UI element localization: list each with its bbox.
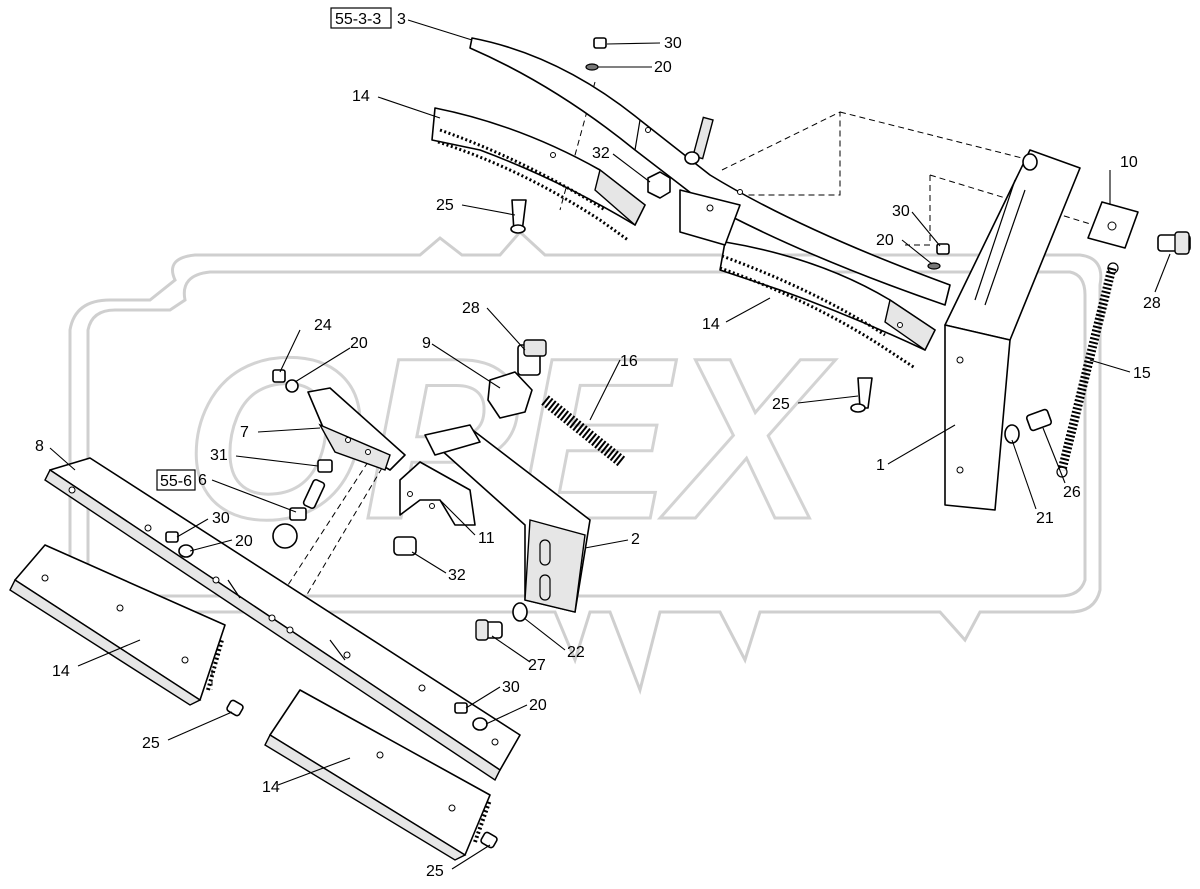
- part-6-ball-joint: [272, 478, 326, 549]
- callout-14: 14: [262, 779, 280, 796]
- part-2-lower-arm: [424, 424, 591, 613]
- callout-8: 8: [35, 438, 44, 455]
- callout-15: 15: [1133, 365, 1151, 382]
- callout-30: 30: [664, 35, 682, 52]
- part-9-clamp: [487, 339, 547, 419]
- callout-6: 6: [198, 472, 207, 489]
- part-14-brush-lower-left: [9, 544, 244, 717]
- part-14-brush-lower-right: [264, 689, 498, 861]
- callout-32: 32: [592, 145, 610, 162]
- callout-20: 20: [350, 335, 368, 352]
- watermark-gear: OPEX: [68, 229, 1103, 695]
- callout-20: 20: [235, 533, 253, 550]
- callout-28: 28: [462, 300, 480, 317]
- part-1-upright-post: [944, 149, 1081, 511]
- callout-14: 14: [352, 88, 370, 105]
- callout-30: 30: [502, 679, 520, 696]
- callout-20: 20: [529, 697, 547, 714]
- reference-box-text: 55-3-3: [335, 11, 381, 28]
- callout-14: 14: [702, 316, 720, 333]
- reference-box-55-3-3: 55-3-3: [330, 7, 392, 29]
- part-28-bolt-right: [1157, 231, 1191, 255]
- part-27-bolt-and-22-washer: [475, 602, 528, 641]
- callout-21: 21: [1036, 510, 1054, 527]
- callout-20: 20: [654, 59, 672, 76]
- part-16-spring: [541, 395, 626, 467]
- part-11-bracket: [399, 461, 476, 526]
- part-3-top-blade: [469, 37, 951, 306]
- reference-box-55-6: 55-6: [156, 469, 196, 491]
- part-32-nut-lower: [393, 536, 417, 556]
- callout-20: 20: [876, 232, 894, 249]
- small-hardware-top: [510, 37, 950, 413]
- callout-30: 30: [212, 510, 230, 527]
- callout-1: 1: [876, 457, 885, 474]
- part-14-brush-upper-left: [431, 107, 646, 242]
- callout-7: 7: [240, 424, 249, 441]
- callout-14: 14: [52, 663, 70, 680]
- part-14-brush-upper-right: [719, 241, 936, 370]
- callout-16: 16: [620, 353, 638, 370]
- watermark-text: OPEX: [185, 310, 836, 567]
- callout-22: 22: [567, 644, 585, 661]
- callout-10: 10: [1120, 154, 1138, 171]
- callout-26: 26: [1063, 484, 1081, 501]
- part-7-plate: [272, 369, 406, 473]
- callout-28: 28: [1143, 295, 1161, 312]
- callout-25: 25: [436, 197, 454, 214]
- callout-25: 25: [426, 863, 444, 880]
- callout-27: 27: [528, 657, 546, 674]
- leader-lines: [49, 19, 1171, 870]
- callout-24: 24: [314, 317, 332, 334]
- callout-30: 30: [892, 203, 910, 220]
- callout-9: 9: [422, 335, 431, 352]
- callout-11: 11: [478, 530, 495, 547]
- callout-31: 31: [210, 447, 228, 464]
- callout-2: 2: [631, 531, 640, 548]
- reference-box-text: 55-6: [160, 473, 192, 490]
- callout-labels: 3 30 20 14 32 25 10 30 20 28 14 15 25 1 …: [35, 11, 1161, 880]
- callout-3: 3: [397, 11, 406, 28]
- part-center-sleeve: [679, 189, 741, 246]
- part-26-bolt-and-21-washer: [1004, 408, 1053, 444]
- callout-32: 32: [448, 567, 466, 584]
- callout-25: 25: [772, 396, 790, 413]
- part-15-spring: [1056, 262, 1119, 478]
- callout-25: 25: [142, 735, 160, 752]
- part-10-clip: [1087, 201, 1139, 249]
